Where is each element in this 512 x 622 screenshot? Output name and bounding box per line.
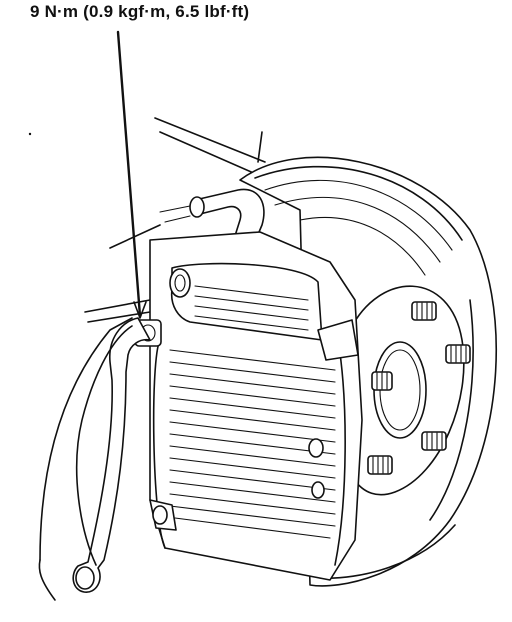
wheel-stud <box>411 301 437 321</box>
callout-arrow-head <box>133 301 147 319</box>
callout-leader-line <box>116 30 142 318</box>
brake-caliper <box>149 231 363 581</box>
wheel-studs <box>367 301 471 475</box>
torque-spec-label: 9 N·m (0.9 kgf·m, 6.5 lbf·ft) <box>30 2 250 21</box>
wheel-stud <box>445 344 471 364</box>
box-end-wrench <box>38 317 151 601</box>
stray-mark <box>28 132 32 136</box>
wheel-stud <box>371 371 393 391</box>
wheel-stud <box>367 455 393 475</box>
wheel-stud <box>421 431 447 451</box>
